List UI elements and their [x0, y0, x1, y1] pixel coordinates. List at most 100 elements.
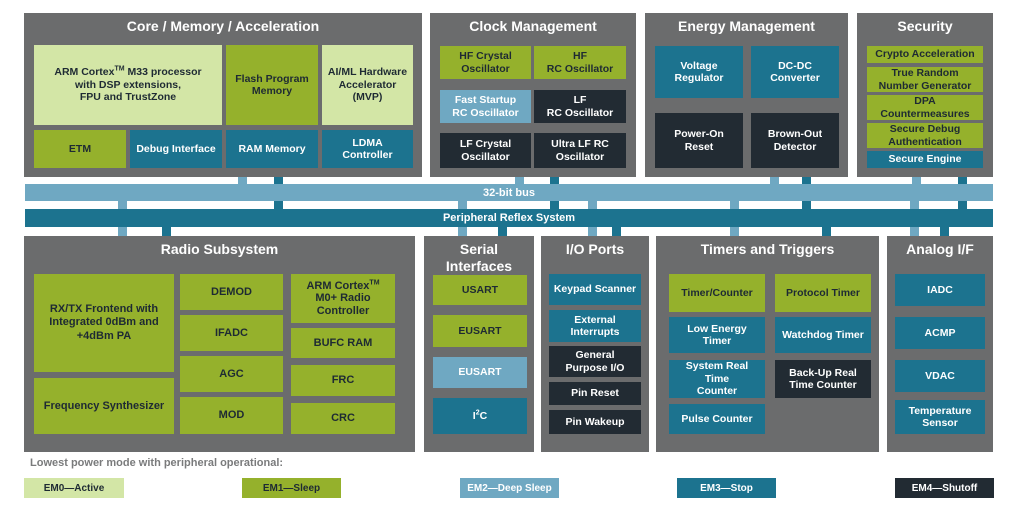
legend-em4: EM4—Shutoff — [895, 478, 994, 498]
panel-io: I/O Ports Keypad Scanner External Interr… — [541, 236, 649, 452]
block-arm-m0: ARM CortexTM M0+ Radio Controller — [291, 274, 395, 323]
block-crc: CRC — [291, 403, 395, 434]
block-lf-rc: LF RC Oscillator — [534, 90, 626, 123]
block-crypto: Crypto Acceleration — [867, 46, 983, 63]
bus-32bit-label: 32-bit bus — [483, 186, 535, 199]
block-freq-synth: Frequency Synthesizer — [34, 378, 174, 434]
arm-m33-line2: with DSP extensions, — [75, 78, 181, 91]
panel-timers: Timers and Triggers Timer/Counter Protoc… — [656, 236, 879, 452]
block-ram: RAM Memory — [226, 130, 318, 168]
block-gpio: General Purpose I/O — [549, 346, 641, 377]
block-dpa: DPA Countermeasures — [867, 95, 983, 120]
arm-m0-line2: M0+ Radio — [315, 292, 371, 305]
block-agc: AGC — [180, 356, 283, 392]
block-brown-out: Brown-Out Detector — [751, 113, 839, 168]
connector-timers-prs — [822, 227, 831, 236]
block-frc: FRC — [291, 365, 395, 396]
block-burtc: Back-Up Real Time Counter — [775, 360, 871, 398]
block-power-on-reset: Power-On Reset — [655, 113, 743, 168]
block-pulse-counter: Pulse Counter — [669, 404, 765, 434]
panel-serial: Serial Interfaces USART EUSART EUSART I2… — [424, 236, 534, 452]
i2c-main: I — [472, 409, 476, 422]
i2c-end: C — [479, 409, 488, 422]
block-sysrtc: System Real Time Counter — [669, 360, 765, 398]
block-bufc-ram: BUFC RAM — [291, 328, 395, 358]
arm-m33-line3: FPU and TrustZone — [79, 91, 177, 104]
block-eusart-1: EUSART — [433, 315, 527, 347]
i2c-sup: 2 — [475, 409, 480, 417]
block-ulf-rc: Ultra LF RC Oscillator — [534, 133, 626, 168]
arm-m33-tm: TM — [114, 65, 125, 73]
panel-core-title: Core / Memory / Acceleration — [126, 18, 320, 34]
block-lf-crystal: LF Crystal Oscillator — [440, 133, 531, 168]
block-keypad: Keypad Scanner — [549, 274, 641, 305]
connector-core-bus — [238, 177, 247, 184]
bus-32bit: 32-bit bus — [25, 184, 993, 201]
block-flash: Flash Program Memory — [226, 45, 318, 125]
legend-title: Lowest power mode with peripheral operat… — [30, 457, 284, 469]
arm-m33-line1b: M33 processor — [124, 66, 202, 79]
panel-io-title: I/O Ports — [565, 241, 625, 257]
block-watchdog: Watchdog Timer — [775, 317, 871, 353]
block-ext-interrupts: External Interrupts — [549, 310, 641, 342]
block-fast-startup-rc: Fast Startup RC Oscillator — [440, 90, 531, 123]
arm-m0-line3: Controller — [316, 304, 370, 317]
panel-core: Core / Memory / Acceleration ARM CortexT… — [24, 13, 422, 177]
connector-serial-prs — [498, 227, 507, 236]
block-dcdc: DC-DC Converter — [751, 46, 839, 98]
connector-radio-prs — [162, 227, 171, 236]
legend-em2: EM2—Deep Sleep — [460, 478, 559, 498]
block-hf-rc: HF RC Oscillator — [534, 46, 626, 79]
panel-radio: Radio Subsystem RX/TX Frontend with Inte… — [24, 236, 415, 452]
block-rxtx-frontend: RX/TX Frontend with Integrated 0dBm and … — [34, 274, 174, 372]
block-aiml: AI/ML Hardware Accelerator (MVP) — [322, 45, 413, 125]
arm-m0-tm: TM — [369, 279, 380, 287]
block-arm-m33: ARM CortexTM M33 processor with DSP exte… — [34, 45, 222, 125]
block-hf-crystal: HF Crystal Oscillator — [440, 46, 531, 79]
block-pin-wakeup: Pin Wakeup — [549, 410, 641, 434]
panel-security-title: Security — [897, 18, 953, 34]
panel-analog: Analog I/F IADC ACMP VDAC Temperature Se… — [887, 236, 993, 452]
connector-energy-bus — [770, 177, 779, 184]
block-debug-interface: Debug Interface — [130, 130, 222, 168]
block-iadc: IADC — [895, 274, 985, 306]
block-secure-engine: Secure Engine — [867, 151, 983, 168]
panel-energy: Energy Management Voltage Regulator DC-D… — [645, 13, 848, 177]
arm-m0-line1: ARM Cortex — [306, 279, 370, 292]
legend-em1: EM1—Sleep — [242, 478, 341, 498]
block-timer-counter: Timer/Counter — [669, 274, 765, 312]
arm-m33-line1: ARM Cortex — [54, 66, 115, 79]
block-ifadc: IFADC — [180, 315, 283, 351]
legend-em0: EM0—Active — [24, 478, 124, 498]
panel-radio-title: Radio Subsystem — [160, 241, 279, 257]
block-usart: USART — [433, 275, 527, 305]
block-acmp: ACMP — [895, 317, 985, 349]
connector-security-bus — [912, 177, 921, 184]
block-mod: MOD — [180, 397, 283, 434]
block-etm: ETM — [34, 130, 126, 168]
block-i2c: I2C — [433, 398, 527, 434]
panel-analog-title: Analog I/F — [906, 241, 974, 257]
block-protocol-timer: Protocol Timer — [775, 274, 871, 312]
block-voltage-regulator: Voltage Regulator — [655, 46, 743, 98]
connector-analog-prs — [940, 227, 949, 236]
connector-clock-bus — [515, 177, 524, 184]
bus-prs-label: Peripheral Reflex System — [442, 212, 576, 224]
legend-em3: EM3—Stop — [677, 478, 776, 498]
block-le-timer: Low Energy Timer — [669, 317, 765, 353]
panel-clock-title: Clock Management — [469, 18, 597, 34]
block-secure-debug: Secure Debug Authentication — [867, 123, 983, 148]
connector-io-prs — [612, 227, 621, 236]
block-demod: DEMOD — [180, 274, 283, 310]
panel-energy-title: Energy Management — [678, 18, 815, 34]
block-eusart-2: EUSART — [433, 357, 527, 388]
block-pin-reset: Pin Reset — [549, 382, 641, 405]
block-ldma: LDMA Controller — [322, 130, 413, 168]
bus-prs: Peripheral Reflex System — [25, 209, 993, 227]
block-temp-sensor: Temperature Sensor — [895, 400, 985, 434]
panel-timers-title: Timers and Triggers — [700, 241, 835, 257]
panel-clock: Clock Management HF Crystal Oscillator H… — [430, 13, 636, 177]
panel-security: Security Crypto Acceleration True Random… — [857, 13, 993, 177]
block-vdac: VDAC — [895, 360, 985, 392]
